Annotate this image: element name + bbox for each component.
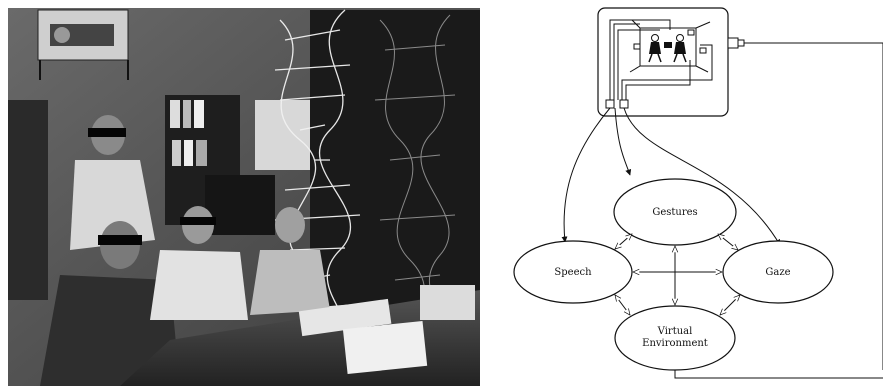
node-speech-label: Speech [554, 267, 592, 278]
sensor [633, 43, 641, 50]
whiteboard [255, 100, 315, 170]
node-gestures-label: Gestures [652, 207, 697, 218]
connector [605, 99, 615, 109]
projector [37, 9, 129, 80]
node-speech: Speech [513, 240, 633, 304]
plug-icon [727, 37, 883, 49]
user-figure-left [648, 34, 662, 63]
link-frame-speech [561, 107, 611, 243]
person-seated-right [250, 207, 330, 315]
door [8, 100, 48, 300]
node-gestures: Gestures [613, 178, 737, 246]
link-gestures-speech [615, 234, 632, 249]
link-frame-gaze [623, 107, 781, 246]
sensor [687, 29, 695, 36]
diagram-panel: Gestures Speech Gaze Virtual Environment [513, 7, 883, 379]
sensor [699, 47, 707, 54]
node-gaze-label: Gaze [765, 267, 790, 278]
link-speech-ve [615, 295, 630, 315]
monitor [205, 175, 275, 235]
wiring [609, 19, 713, 100]
node-gaze: Gaze [722, 240, 834, 304]
node-virtual-environment: Virtual Environment [614, 305, 736, 371]
connector [619, 99, 629, 109]
node-virtual-environment-label-2: Environment [642, 338, 708, 349]
user-figure-right [673, 34, 687, 63]
person-standing [70, 115, 155, 250]
molecule-model [664, 42, 672, 48]
paper [342, 320, 428, 375]
person-seated-middle [150, 206, 248, 320]
paper [420, 285, 475, 320]
link-frame-gestures [614, 107, 632, 176]
node-virtual-environment-label-1: Virtual [657, 326, 693, 337]
person-seated-front [40, 221, 180, 386]
link-gaze-ve [720, 295, 740, 315]
link-gestures-gaze [718, 234, 738, 250]
photo-panel [8, 8, 480, 386]
